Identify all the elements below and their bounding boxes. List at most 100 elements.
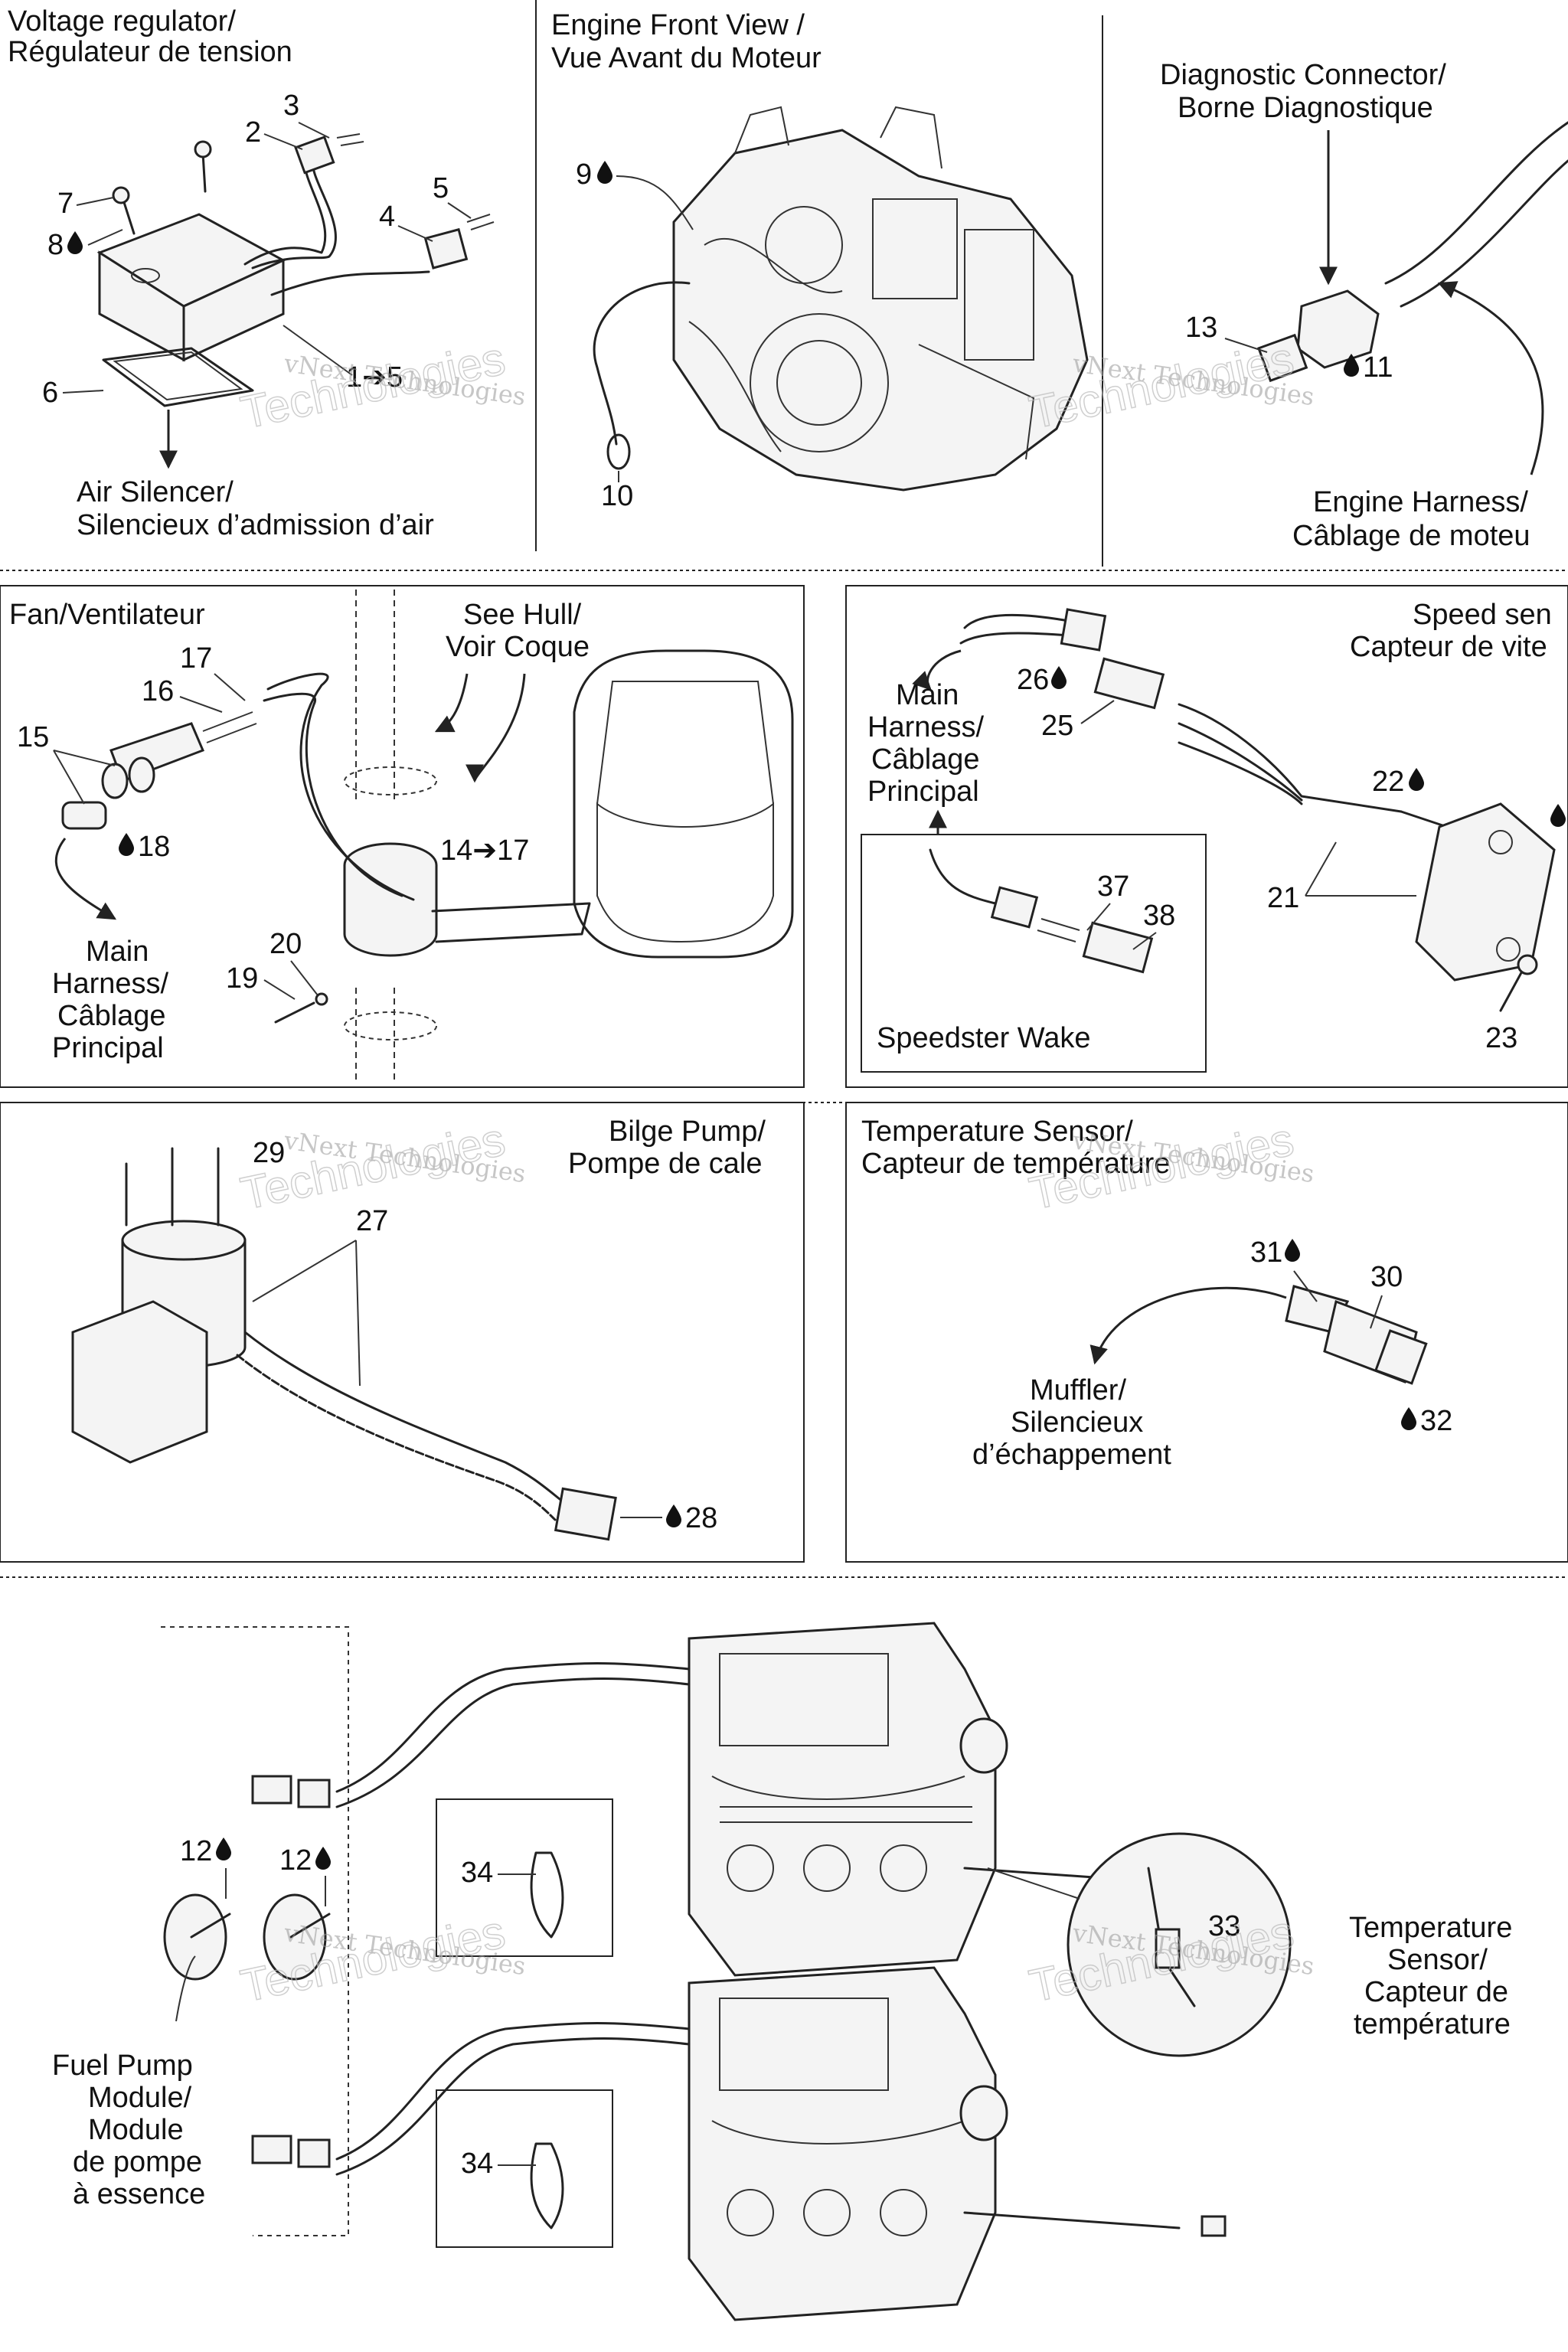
engine-harness-label-1: Engine Harness/ bbox=[1313, 486, 1528, 518]
callout-37: 37 bbox=[1097, 871, 1129, 903]
diagnostic-connector-panel: Diagnostic Connector/ Borne Diagnostique… bbox=[1160, 59, 1568, 552]
bilge-pump-title-1: Bilge Pump/ bbox=[609, 1116, 766, 1148]
callout-9: 9 bbox=[576, 158, 592, 191]
oil-drop-icon bbox=[216, 1838, 231, 1860]
oil-drop-icon bbox=[119, 833, 134, 856]
hull-outline bbox=[573, 649, 794, 959]
engine-block bbox=[672, 129, 1089, 492]
oil-drop-icon bbox=[1550, 804, 1566, 827]
diagnostic-connector-title-1: Diagnostic Connector/ bbox=[1160, 59, 1446, 91]
gasket bbox=[102, 347, 254, 407]
callout-27: 27 bbox=[356, 1205, 388, 1237]
temperature-sensor-title-1: Temperature Sensor/ bbox=[861, 1116, 1133, 1148]
callout-38: 38 bbox=[1143, 900, 1175, 932]
temperature-sensor-bottom-2: Sensor/ bbox=[1387, 1944, 1488, 1976]
vent-hose bbox=[355, 590, 395, 1083]
cable-tie bbox=[530, 2142, 564, 2230]
callout-6: 6 bbox=[42, 377, 58, 409]
main-harness-speed-3: Câblage bbox=[871, 743, 980, 776]
callout-33: 33 bbox=[1208, 1910, 1240, 1942]
main-harness-speed-4: Principal bbox=[867, 776, 979, 808]
main-harness-fan-3: Câblage bbox=[57, 1000, 166, 1032]
oil-drop-icon bbox=[67, 231, 83, 254]
speed-sensor-title-2: Capteur de vite bbox=[1350, 631, 1547, 663]
callout-34-a: 34 bbox=[461, 1857, 493, 1889]
callout-15: 15 bbox=[17, 721, 49, 753]
callout-18: 18 bbox=[138, 831, 170, 863]
callout-25: 25 bbox=[1041, 710, 1073, 742]
callout-23: 23 bbox=[1485, 1022, 1517, 1054]
oil-drop-icon bbox=[1051, 666, 1067, 689]
temperature-sensor-bottom-3: Capteur de bbox=[1364, 1976, 1508, 2008]
callout-5: 5 bbox=[433, 172, 449, 204]
oil-drop-icon bbox=[1409, 768, 1424, 791]
speed-sensor-panel: Speed sen Capteur de vite 26 25 Main Har… bbox=[867, 599, 1566, 1054]
bilge-pump-title-2: Pompe de cale bbox=[568, 1148, 763, 1180]
voltage-regulator-title-2: Régulateur de tension bbox=[8, 36, 292, 68]
main-harness-speed-1: Main bbox=[896, 679, 959, 711]
callout-7: 7 bbox=[57, 188, 74, 220]
muffler-label-1: Muffler/ bbox=[1030, 1374, 1126, 1406]
bilge-pump-harness bbox=[243, 1331, 568, 1506]
callout-16: 16 bbox=[142, 675, 174, 707]
speed-sensor-connector bbox=[1093, 657, 1165, 710]
engine-front-view-title-1: Engine Front View / bbox=[551, 9, 805, 41]
main-harness-fan-2: Harness/ bbox=[52, 968, 168, 1000]
callout-8: 8 bbox=[47, 229, 64, 261]
muffler-label-3: d’échappement bbox=[972, 1439, 1171, 1471]
engine-front-view-title-2: Vue Avant du Moteur bbox=[551, 42, 822, 74]
callout-10: 10 bbox=[601, 480, 633, 512]
panel-frames bbox=[0, 0, 1568, 2248]
voltage-regulator-panel: Voltage regulator/ Régulateur de tension… bbox=[8, 5, 495, 541]
callout-12-a: 12 bbox=[180, 1835, 212, 1867]
temperature-sensor-bottom-4: température bbox=[1354, 2008, 1511, 2040]
engine-harness-cable bbox=[1384, 121, 1568, 285]
engine-front-view-panel: Engine Front View / Vue Avant du Moteur … bbox=[551, 9, 1089, 512]
callout-3: 3 bbox=[283, 90, 299, 122]
callout-17: 17 bbox=[180, 642, 212, 675]
callout-14-to-17: 14➔17 bbox=[440, 835, 529, 867]
fuel-pump-label-3: Module bbox=[88, 2114, 184, 2146]
callout-31: 31 bbox=[1250, 1236, 1282, 1269]
muffler-label-2: Silencieux bbox=[1011, 1406, 1143, 1439]
main-harness-fan-4: Principal bbox=[52, 1032, 164, 1064]
oil-drop-icon bbox=[666, 1504, 681, 1527]
main-harness-fan-1: Main bbox=[86, 936, 149, 968]
callout-22: 22 bbox=[1372, 766, 1404, 798]
fuel-pump-module-1 bbox=[163, 1893, 227, 1981]
callout-34-b: 34 bbox=[461, 2148, 493, 2180]
callout-29: 29 bbox=[253, 1137, 285, 1169]
callout-28: 28 bbox=[685, 1502, 717, 1534]
callout-4: 4 bbox=[379, 201, 395, 233]
bottom-engine-panel: 12 12 Fuel Pump Module/ Module de pompe … bbox=[52, 1622, 1512, 2321]
air-silencer-label-2: Silencieux d’admission d’air bbox=[77, 509, 434, 541]
diagnostic-connector-title-2: Borne Diagnostique bbox=[1178, 92, 1433, 124]
oil-drop-icon bbox=[597, 161, 612, 184]
temperature-sensor-bottom-1: Temperature bbox=[1349, 1912, 1512, 1944]
speed-sensor-body bbox=[1415, 802, 1556, 982]
engine-harness-label-2: Câblage de moteu bbox=[1292, 520, 1530, 552]
callout-26: 26 bbox=[1017, 664, 1049, 696]
oil-drop-icon bbox=[1285, 1239, 1300, 1262]
callout-32: 32 bbox=[1420, 1405, 1452, 1437]
voltage-regulator-title-1: Voltage regulator/ bbox=[8, 5, 236, 38]
callout-19: 19 bbox=[226, 962, 258, 995]
oil-drop-icon bbox=[1401, 1407, 1416, 1430]
fan-panel: Fan/Ventilateur See Hull/ Voir Coque 17 … bbox=[9, 590, 794, 1083]
callout-11: 11 bbox=[1363, 351, 1393, 384]
fan-title: Fan/Ventilateur bbox=[9, 599, 205, 631]
speedster-wake-label: Speedster Wake bbox=[877, 1022, 1091, 1054]
temperature-sensor-panel: Temperature Sensor/ Capteur de températu… bbox=[861, 1116, 1452, 1471]
callout-1-to-5: 1➔5 bbox=[346, 361, 403, 394]
see-hull-label-2: Voir Coque bbox=[446, 631, 590, 663]
fuel-pump-module-2 bbox=[263, 1893, 327, 1981]
see-hull-label-1: See Hull/ bbox=[463, 599, 582, 631]
fuel-pump-label-4: de pompe bbox=[73, 2146, 202, 2178]
air-silencer-label-1: Air Silencer/ bbox=[77, 476, 234, 508]
fuel-pump-label-2: Module/ bbox=[88, 2082, 192, 2114]
bilge-pump-panel: Bilge Pump/ Pompe de cale 29 27 28 bbox=[71, 1116, 766, 1541]
callout-2: 2 bbox=[245, 116, 261, 149]
fuel-pump-label-1: Fuel Pump bbox=[52, 2050, 193, 2082]
cable-tie bbox=[530, 1851, 564, 1939]
